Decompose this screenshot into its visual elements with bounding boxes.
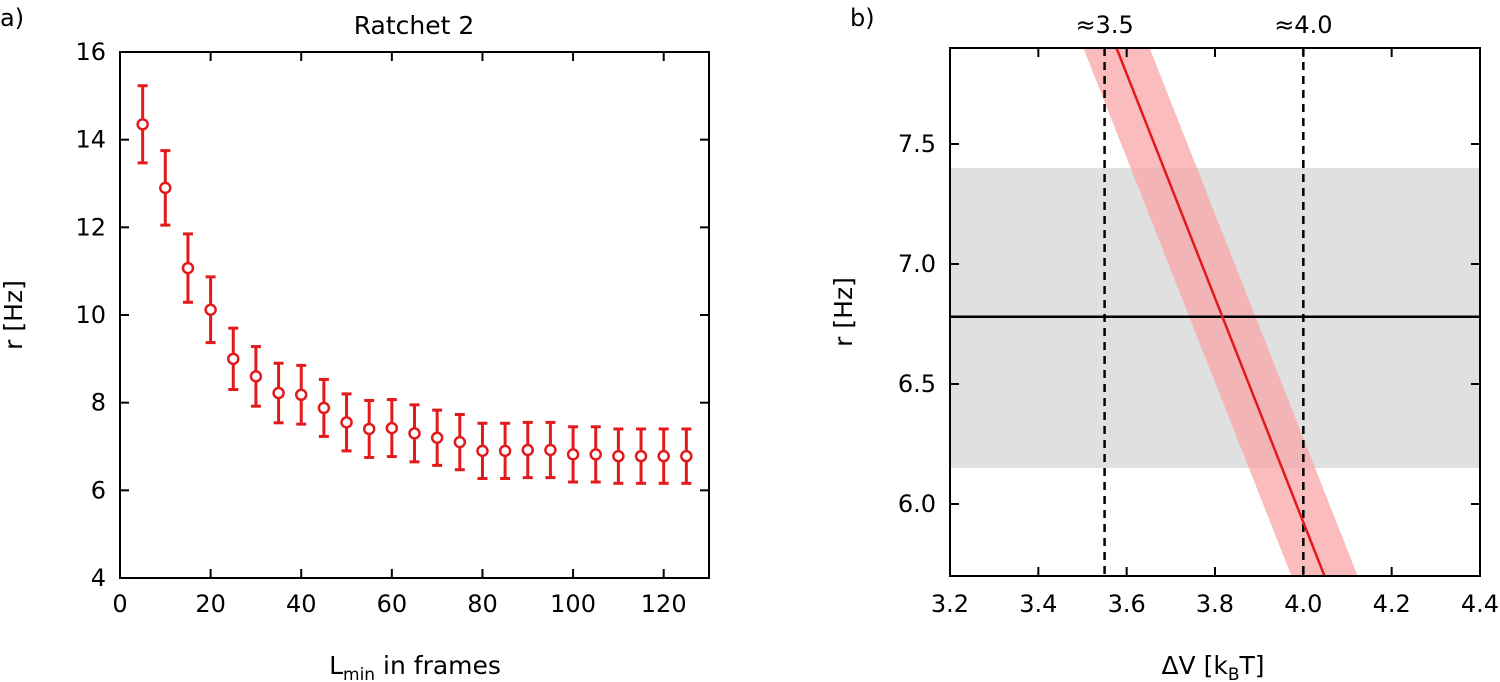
x-tick-label: 3.8 — [1196, 590, 1234, 618]
y-axis-label-b: r [Hz] — [829, 277, 858, 347]
y-tick-label: 7.5 — [898, 130, 936, 158]
y-tick-label: 6.0 — [898, 490, 936, 518]
panel-label-a: a) — [0, 4, 24, 32]
y-tick-label: 4 — [91, 564, 106, 592]
y-tick-label: 10 — [75, 301, 106, 329]
panel-a-ticks: 0 20 40 60 80 100 120 4 6 8 10 12 14 16 — [75, 38, 709, 618]
y-tick-label: 7.0 — [898, 250, 936, 278]
panel-b-data — [950, 48, 1480, 576]
panel-a-data — [136, 84, 693, 485]
x-tick-label: 0 — [112, 590, 127, 618]
data-point — [498, 444, 512, 458]
vline-annotation: ≈3.5 — [1075, 11, 1133, 39]
x-axis-label-b: ΔV [kBT] — [1161, 651, 1264, 682]
x-axis-label-a-sub: min — [343, 665, 375, 682]
y-tick-label: 14 — [75, 126, 106, 154]
x-tick-label: 60 — [377, 590, 408, 618]
fit-line — [1115, 48, 1326, 576]
data-point — [249, 370, 263, 383]
y-tick-label: 6 — [91, 476, 106, 504]
x-axis-label-b-main: ΔV [k — [1161, 651, 1228, 680]
data-point — [317, 401, 331, 415]
data-point — [544, 443, 557, 457]
x-tick-label: 100 — [550, 590, 596, 618]
data-point — [453, 435, 467, 449]
data-point — [521, 443, 535, 457]
y-tick-label: 16 — [75, 38, 106, 66]
panel-b-annotations: ≈3.5 ≈4.0 — [1075, 11, 1332, 39]
vline-annotation: ≈4.0 — [1274, 11, 1332, 39]
data-point — [566, 448, 580, 461]
data-point — [362, 422, 376, 436]
x-tick-label: 4.4 — [1461, 590, 1499, 618]
x-tick-label: 4.2 — [1373, 590, 1411, 618]
x-tick-label: 20 — [195, 590, 226, 618]
y-tick-label: 12 — [75, 213, 106, 241]
x-axis-label-b-sub: B — [1228, 665, 1240, 682]
panel-b: b) ≈3.5 ≈4.0 3.2 3.4 3.6 3.8 4.0 4.2 4.4 6.0 6.5 7… — [829, 4, 1499, 682]
data-point — [589, 448, 602, 461]
data-point — [385, 421, 399, 435]
data-point — [272, 386, 285, 400]
data-point — [204, 303, 217, 316]
data-point — [612, 449, 625, 463]
panel-label-b: b) — [850, 4, 875, 32]
data-point — [294, 388, 308, 402]
x-tick-label: 4.0 — [1284, 590, 1322, 618]
x-axis-label-b-rest: T] — [1239, 651, 1265, 680]
y-axis-label-a: r [Hz] — [0, 280, 28, 350]
data-point — [227, 352, 240, 366]
data-point — [159, 181, 172, 195]
x-axis-label-a-main: L — [329, 651, 343, 680]
x-tick-label: 3.4 — [1019, 590, 1057, 618]
x-tick-label: 3.2 — [931, 590, 969, 618]
chart-title: Ratchet 2 — [354, 11, 475, 40]
x-tick-label: 3.6 — [1108, 590, 1146, 618]
x-axis-label-a: Lmin in frames — [329, 651, 501, 682]
data-point — [476, 444, 489, 458]
data-point — [657, 449, 670, 463]
data-point — [340, 416, 353, 429]
panel-b-ticks: 3.2 3.4 3.6 3.8 4.0 4.2 4.4 6.0 6.5 7.0 7.5 — [898, 48, 1499, 618]
data-point — [181, 261, 195, 275]
x-axis-label-a-rest: in frames — [375, 651, 501, 680]
x-tick-label: 80 — [467, 590, 498, 618]
x-tick-label: 40 — [286, 590, 317, 618]
data-point — [136, 118, 149, 131]
data-point — [430, 431, 444, 444]
x-tick-label: 120 — [641, 590, 687, 618]
data-point — [680, 449, 693, 463]
data-point — [634, 449, 648, 463]
y-tick-label: 8 — [91, 389, 106, 417]
y-tick-label: 6.5 — [898, 370, 936, 398]
data-point — [408, 427, 421, 440]
